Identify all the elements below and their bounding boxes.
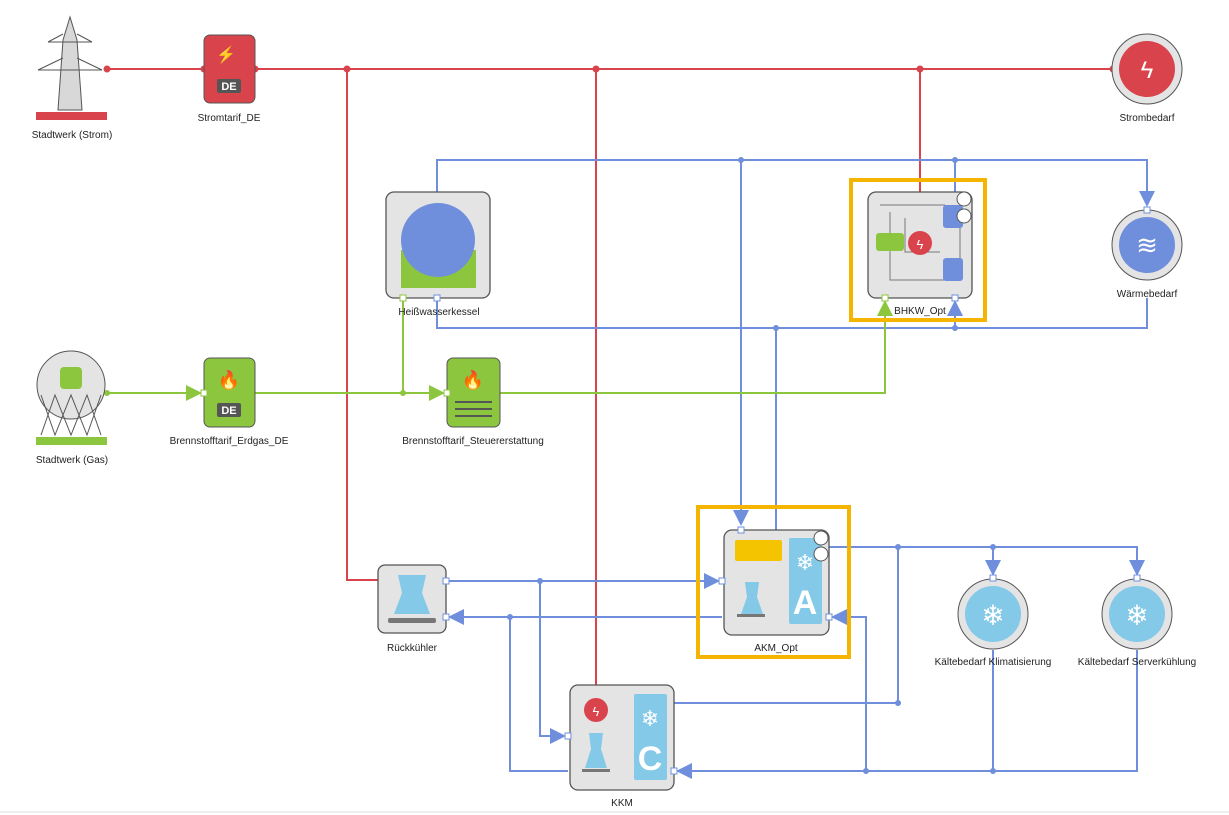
label: Stadtwerk (Gas) (36, 455, 108, 466)
power-pylon-icon (37, 15, 103, 111)
node-rueckkuehler[interactable]: Rückkühler (377, 564, 450, 654)
node-brennstofftarif-erdgas[interactable]: 🔥 DE Brennstofftarif_Erdgas_DE (170, 357, 289, 447)
label: Rückkühler (387, 643, 438, 654)
node-heisswasserkessel[interactable]: Heißwasserkessel (385, 191, 491, 318)
label: Kältebedarf Serverkühlung (1078, 657, 1196, 668)
snowflake-icon: ❄ (1125, 600, 1148, 631)
label: BHKW_Opt (894, 306, 946, 317)
label: Kältebedarf Klimatisierung (935, 657, 1052, 668)
node-stromtarif[interactable]: ⚡ DE Stromtarif_DE (198, 34, 261, 124)
label: Brennstofftarif_Erdgas_DE (170, 436, 289, 447)
label: Stadtwerk (Strom) (32, 130, 113, 141)
type-letter: C (638, 740, 663, 778)
gas-connections (107, 298, 893, 401)
generator-icon (908, 231, 932, 255)
type-letter: A (793, 584, 818, 622)
gas-line-bhkw[interactable] (500, 300, 893, 394)
label: Heißwasserkessel (398, 307, 479, 318)
heat-connections (436, 159, 1155, 779)
snowflake-icon: ❄ (796, 550, 814, 575)
node-akm[interactable]: ❄ A AKM_Opt (696, 505, 851, 659)
flame-icon: 🔥 (462, 369, 484, 390)
cold-line-kkm[interactable] (674, 546, 899, 704)
electric-icon (584, 698, 608, 722)
label: AKM_Opt (754, 643, 798, 654)
pylon-icon: ⚡ (216, 45, 236, 64)
cold-return-akm[interactable] (831, 609, 867, 771)
flame-icon (60, 367, 82, 389)
label: KKM (611, 798, 633, 809)
heat-input-icon (735, 540, 782, 561)
snowflake-icon: ❄ (981, 600, 1004, 631)
house-icon (813, 530, 829, 546)
engine-icon (876, 233, 904, 251)
optimize-icon (813, 546, 829, 562)
cooling-tower-icon (585, 733, 607, 768)
selection-highlight (696, 505, 851, 659)
snowflake-icon: ❄ (641, 706, 659, 731)
boiler-icon (401, 203, 475, 277)
node-brennstofftarif-steuer[interactable]: 🔥 Brennstofftarif_Steuererstattung (402, 357, 544, 447)
node-bhkw[interactable]: ϟ BHKW_Opt (849, 178, 987, 322)
label: Strombedarf (1119, 113, 1174, 124)
node-kaeltebedarf-server[interactable]: ❄ Kältebedarf Serverkühlung (1078, 574, 1196, 668)
svg-text:ϟ: ϟ (593, 704, 600, 719)
cooling-tower-icon (394, 575, 430, 614)
heat-exchanger-icon (943, 258, 963, 281)
node-stadtwerk-gas[interactable]: Stadtwerk (Gas) (36, 350, 108, 466)
electric-junctions (103, 65, 1117, 73)
heat-junctions (507, 157, 996, 774)
selection-highlight (849, 178, 987, 322)
heat-return-line[interactable] (436, 298, 1148, 329)
label: Brennstofftarif_Steuererstattung (402, 436, 544, 447)
label: Stromtarif_DE (198, 113, 261, 124)
node-waermebedarf[interactable]: ≋ Wärmebedarf (1111, 206, 1183, 300)
node-kkm[interactable]: ϟ ❄ C KKM (564, 684, 678, 809)
heat-supply-line[interactable] (436, 159, 1155, 207)
node-strombedarf[interactable]: ϟ Strombedarf (1111, 33, 1183, 124)
lightning-icon: ϟ (1141, 57, 1154, 84)
cold-supply-server[interactable] (898, 546, 1145, 576)
electric-line-rueckkuehler[interactable] (346, 69, 378, 581)
optimize-icon (956, 208, 972, 224)
cooling-tower-icon (741, 582, 763, 614)
badge: DE (221, 81, 236, 93)
badge: DE (221, 405, 236, 417)
cooling-water-kkm-1[interactable] (539, 581, 566, 744)
heat-waves-icon: ≋ (1136, 230, 1158, 260)
cold-return-line[interactable] (676, 650, 1138, 779)
label: Wärmebedarf (1117, 289, 1178, 300)
svg-text:ϟ: ϟ (917, 237, 924, 252)
house-icon (956, 191, 972, 207)
flame-icon: 🔥 (218, 369, 240, 390)
node-stadtwerk-strom[interactable]: Stadtwerk (Strom) (32, 15, 113, 141)
node-kaeltebedarf-klima[interactable]: ❄ Kältebedarf Klimatisierung (935, 574, 1052, 668)
cooling-water-kkm-2[interactable] (509, 617, 568, 772)
